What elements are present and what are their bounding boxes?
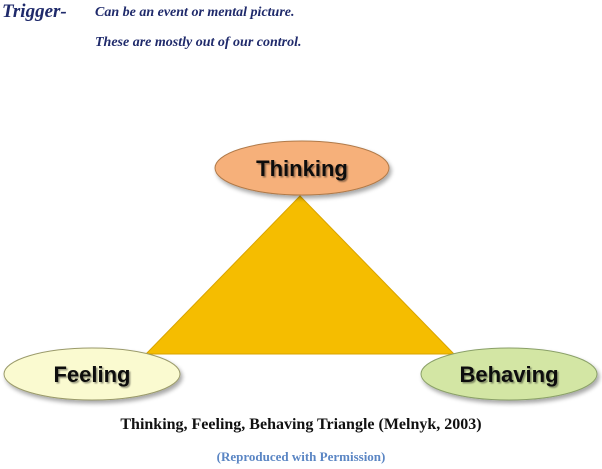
feeling-label: Feeling — [53, 362, 130, 387]
trigger-description-line-1: Can be an event or mental picture. — [95, 5, 295, 20]
behaving-label: Behaving — [459, 362, 558, 387]
feeling-ellipse — [3, 347, 181, 401]
thinking-ellipse — [214, 140, 390, 196]
behaving-ellipse — [420, 347, 598, 401]
node-feeling: Feeling — [3, 347, 181, 401]
diagram-caption: Thinking, Feeling, Behaving Triangle (Me… — [120, 416, 482, 433]
permission-note: (Reproduced with Permission) — [216, 449, 386, 464]
node-thinking: Thinking — [214, 140, 390, 196]
trigger-label: Trigger- — [2, 1, 67, 22]
trigger-description-line-2: These are mostly out of our control. — [95, 35, 302, 50]
node-behaving: Behaving — [420, 347, 598, 401]
triangle — [144, 195, 456, 355]
thinking-label: Thinking — [256, 156, 348, 181]
